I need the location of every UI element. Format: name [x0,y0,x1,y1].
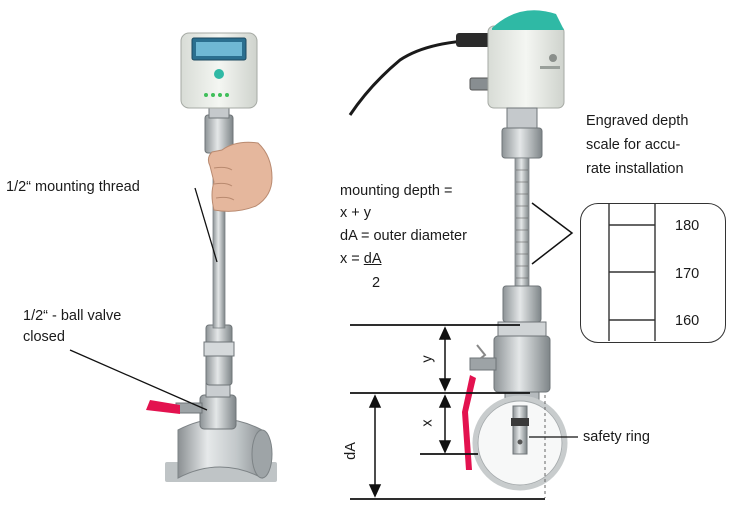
formula-line-1: mounting depth = [340,183,453,199]
scale-tick-160: 160 [675,313,700,329]
right-probe-rod [514,157,530,291]
ball-valve-leader [69,349,208,411]
left-ball-valve [146,382,237,430]
pipe-cross-section [472,395,568,491]
right-sensor [348,10,568,491]
engraved-line-1: Engraved depth [586,113,689,129]
engraved-line-2: scale for accu- [586,137,681,153]
formula-denominator: 2 [372,275,381,291]
dim-label-dA: dA [342,442,359,460]
dim-label-y: y [419,355,436,363]
label-safety-ring: safety ring [583,429,650,445]
label-mounting-thread: 1/2“ mounting thread [6,179,140,195]
formula-x-prefix: x = [340,251,364,267]
sensor-cable [348,38,491,116]
depth-scale-box: 180 170 160 [580,203,726,343]
dimension-arrows [368,326,452,498]
safety-ring-mark [511,418,529,426]
right-ball-valve [493,335,551,393]
dimension-lines [350,324,545,500]
right-valve-handle [462,375,476,470]
formula-line-2: x + y [340,205,372,221]
hand [207,141,273,212]
right-green-cap [492,10,564,30]
left-sensor [146,32,277,482]
formula-line-4: x = dA [340,248,382,270]
label-ball-valve-2: closed [23,329,65,345]
formula-line-3: dA = outer diameter [340,228,467,244]
formula-numerator: dA [363,251,382,267]
scale-ticks [608,203,657,342]
scale-tick-180: 180 [675,218,700,234]
rod-engraving [516,169,528,279]
mounting-thread-leader [194,187,218,263]
left-logo-icon [214,69,224,79]
scale-tick-170: 170 [675,266,700,282]
engraved-line-3: rate installation [586,161,684,177]
label-ball-valve-1: 1/2“ - ball valve [23,308,122,324]
scale-callout-chevron [531,202,574,265]
valve-handle [146,400,180,414]
left-pipe [165,418,277,482]
dim-label-x: x [419,419,436,427]
